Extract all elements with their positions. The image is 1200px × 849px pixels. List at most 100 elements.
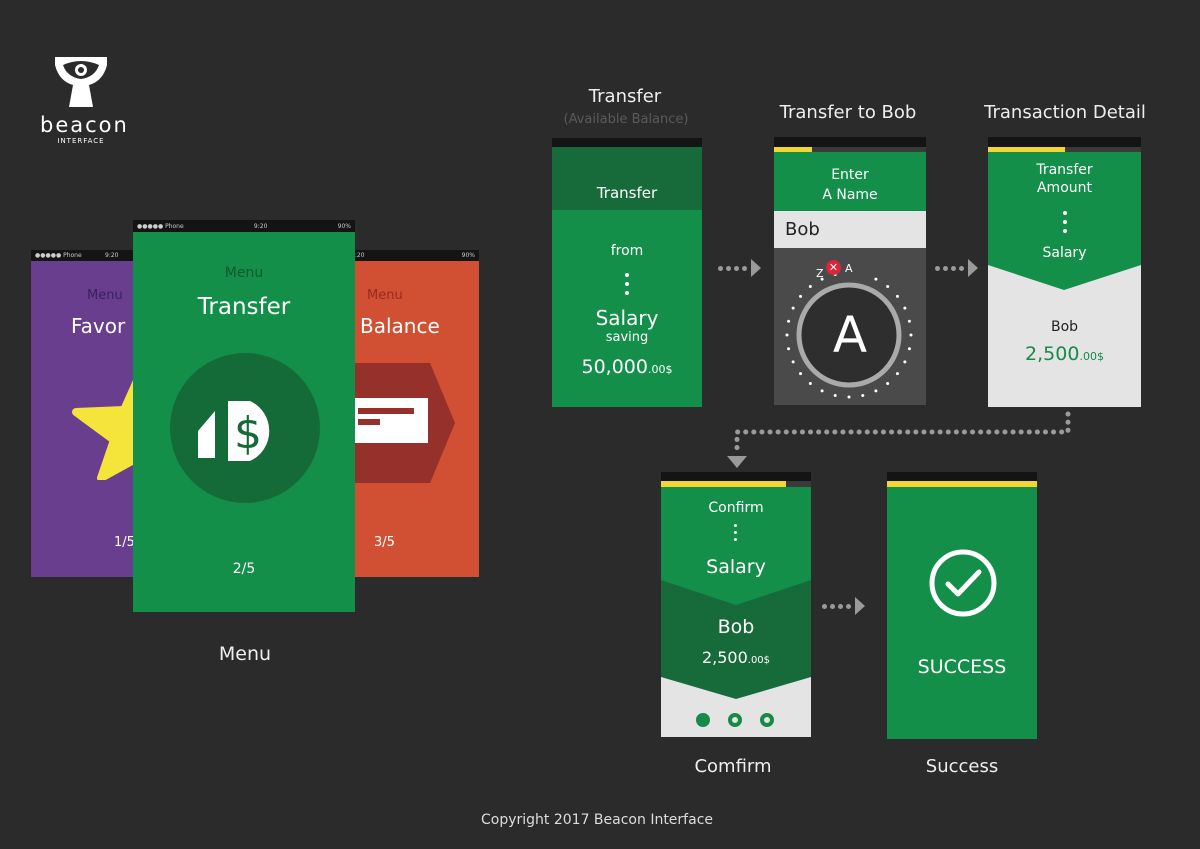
dot-active[interactable] bbox=[696, 713, 710, 727]
dial-tick bbox=[886, 285, 890, 289]
flow-arrow bbox=[718, 259, 761, 277]
dial-ring[interactable] bbox=[796, 282, 902, 388]
card-heading: Menu bbox=[224, 265, 264, 281]
dial-tick bbox=[820, 389, 824, 393]
dial-tick bbox=[907, 347, 911, 351]
status-bar bbox=[774, 137, 926, 147]
progress-bar bbox=[887, 481, 1037, 487]
status-bar bbox=[988, 137, 1141, 147]
page-indicator: 1/5 bbox=[114, 535, 135, 550]
ellipsis-icon bbox=[734, 524, 738, 541]
dial-tick bbox=[808, 285, 812, 289]
dial-tick bbox=[874, 277, 878, 281]
card-title: Favor bbox=[71, 314, 126, 338]
dial-tick bbox=[909, 333, 913, 337]
dial-tick bbox=[787, 319, 791, 323]
flow-arrow bbox=[822, 597, 865, 615]
dial-tick bbox=[785, 333, 789, 337]
brand-sub: INTERFACE bbox=[57, 137, 105, 145]
progress-bar bbox=[661, 481, 811, 487]
screen-label: Comfirm bbox=[694, 756, 772, 777]
confirm-header: Confirm bbox=[708, 500, 764, 516]
brand-logo: beacon INTERFACE bbox=[40, 55, 127, 145]
progress-fill bbox=[661, 481, 786, 487]
screen-label: Transaction Detail bbox=[984, 102, 1146, 123]
dial-tick bbox=[874, 389, 878, 393]
progress-fill bbox=[988, 147, 1065, 152]
progress-fill bbox=[774, 147, 812, 152]
progress-bar bbox=[774, 147, 926, 152]
transfer-amount: 2,500.00$ bbox=[701, 648, 771, 667]
dial-tick bbox=[791, 306, 795, 310]
dial-prev-letter: Z bbox=[816, 267, 824, 280]
dial-tick bbox=[799, 294, 803, 298]
letter-dial[interactable] bbox=[774, 248, 926, 405]
card-heading: Menu bbox=[87, 288, 123, 303]
dial-tick bbox=[847, 395, 851, 399]
check-circle-icon bbox=[929, 549, 997, 617]
screen-sublabel: (Available Balance) bbox=[563, 112, 689, 127]
status-bar bbox=[887, 472, 1037, 481]
status-bar bbox=[661, 472, 811, 481]
screen-label: Transfer to Bob bbox=[779, 102, 917, 123]
ellipsis-icon bbox=[1062, 211, 1067, 233]
card-heading: Menu bbox=[367, 288, 403, 303]
dot[interactable] bbox=[760, 713, 774, 727]
dial-tick bbox=[820, 277, 824, 281]
account-name: Salary bbox=[706, 556, 766, 578]
screen-transfer-balance: Transfer from Salary saving 50,000.00$ bbox=[552, 138, 702, 407]
section-label-menu: Menu bbox=[218, 643, 272, 665]
from-label: from bbox=[610, 243, 644, 259]
account-type: saving bbox=[605, 330, 649, 345]
available-balance: 50,000.00$ bbox=[581, 356, 673, 378]
dial-tick bbox=[799, 372, 803, 376]
transfer-header[interactable]: Transfer bbox=[552, 147, 702, 210]
delete-letter-icon[interactable]: ✕ bbox=[826, 260, 841, 275]
dial-tick bbox=[791, 360, 795, 364]
card-title: Balance bbox=[360, 314, 440, 338]
dial-selected-letter: A bbox=[832, 306, 868, 364]
success-message: SUCCESS bbox=[917, 656, 1007, 678]
dial-tick bbox=[833, 393, 837, 397]
beacon-logo-icon bbox=[55, 57, 107, 107]
status-bar bbox=[552, 138, 702, 147]
transfer-dollar-icon: $ bbox=[170, 353, 320, 503]
dial-tick bbox=[895, 372, 899, 376]
card-title: Transfer bbox=[197, 294, 291, 320]
account-name[interactable]: Salary bbox=[595, 306, 659, 330]
screen-confirm: Confirm Salary Bob 2,500.00$ bbox=[661, 472, 811, 737]
page-dots[interactable] bbox=[696, 713, 774, 727]
ellipsis-icon bbox=[625, 273, 629, 295]
recipient-name: Bob bbox=[1050, 319, 1079, 335]
flow-connector bbox=[727, 411, 1071, 468]
flow-arrow bbox=[935, 259, 978, 277]
dial-tick bbox=[886, 381, 890, 385]
page-indicator: 2/5 bbox=[232, 561, 256, 577]
progress-fill bbox=[887, 481, 1037, 487]
transfer-amount[interactable]: 2,500.00$ bbox=[1025, 343, 1104, 365]
dot[interactable] bbox=[728, 713, 742, 727]
dial-tick bbox=[903, 360, 907, 364]
svg-text:$: $ bbox=[234, 408, 262, 459]
dial-tick bbox=[787, 347, 791, 351]
chevron-panels bbox=[661, 487, 811, 699]
dial-tick bbox=[903, 306, 907, 310]
dial-tick bbox=[907, 319, 911, 323]
dial-tick bbox=[861, 393, 865, 397]
progress-bar bbox=[988, 147, 1141, 152]
copyright: Copyright 2017 Beacon Interface bbox=[481, 812, 713, 828]
page-indicator: 3/5 bbox=[374, 535, 395, 550]
recipient-name: Bob bbox=[717, 616, 755, 638]
screen-label: Success bbox=[925, 756, 999, 777]
name-input[interactable]: Bob bbox=[774, 211, 926, 248]
dial-tick bbox=[808, 381, 812, 385]
screen-success: SUCCESS bbox=[887, 472, 1037, 739]
screen-label: Transfer bbox=[588, 86, 662, 107]
